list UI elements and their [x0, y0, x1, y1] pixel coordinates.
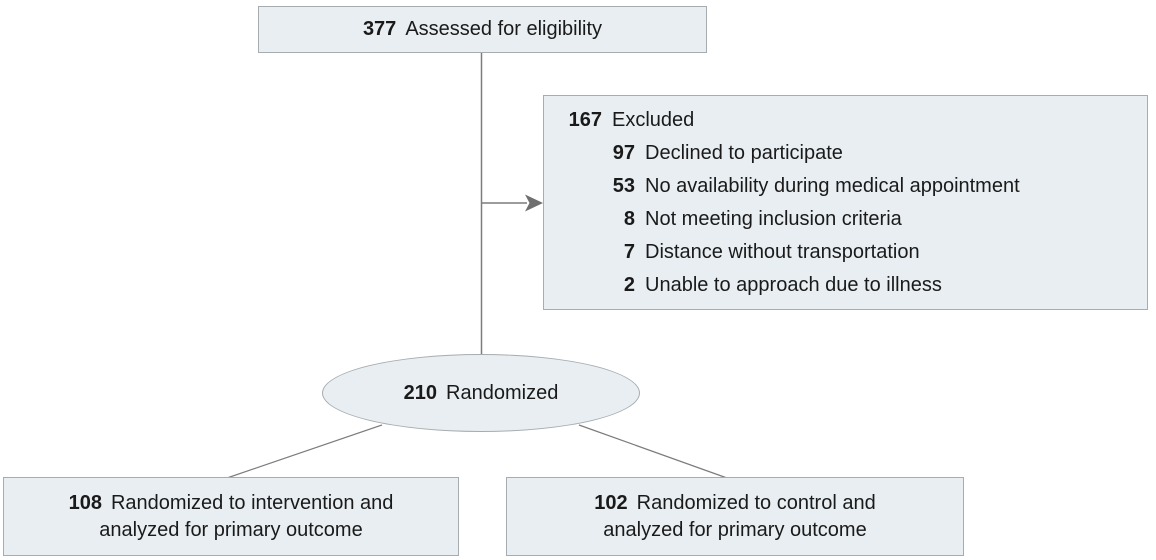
intervention-line2: analyzed for primary outcome: [99, 518, 363, 541]
excluded-item-label: Distance without transportation: [645, 241, 920, 263]
excluded-item-count: 2: [623, 274, 635, 296]
excluded-item: 97 Declined to participate: [561, 137, 1139, 170]
assessed-count: 377: [362, 18, 397, 40]
excluded-item-label: Not meeting inclusion criteria: [645, 208, 902, 230]
excluded-header: 167 Excluded: [561, 104, 1139, 137]
intervention-count: 108: [68, 491, 102, 514]
assessed-eligibility-text: 377 Assessed for eligibility: [363, 18, 602, 41]
control-count: 102: [594, 491, 628, 514]
assessed-label: Assessed for eligibility: [405, 18, 603, 40]
excluded-item-label: No availability during medical appointme…: [645, 175, 1020, 197]
control-line2: analyzed for primary outcome: [603, 518, 867, 541]
excluded-item: 53 No availability during medical appoin…: [561, 170, 1139, 203]
assessed-eligibility-box: 377 Assessed for eligibility: [258, 6, 707, 53]
excluded-item: 8 Not meeting inclusion criteria: [561, 203, 1139, 236]
arrowhead-icon: [525, 194, 543, 212]
excluded-item: 7 Distance without transportation: [561, 236, 1139, 269]
randomized-text: 210 Randomized: [404, 382, 559, 405]
connector-randomized-to-intervention: [226, 424, 383, 479]
excluded-count: 167: [568, 109, 602, 131]
excluded-label: Excluded: [612, 109, 695, 131]
randomized-ellipse: 210 Randomized: [322, 354, 640, 432]
excluded-box: 167 Excluded 97 Declined to participate …: [543, 95, 1148, 310]
excluded-item: 2 Unable to approach due to illness: [561, 269, 1139, 302]
excluded-item-count: 8: [623, 208, 635, 230]
excluded-item-count: 97: [612, 142, 635, 164]
connector-randomized-to-control: [578, 424, 728, 479]
randomized-label: Randomized: [446, 381, 559, 404]
excluded-item-label: Unable to approach due to illness: [645, 274, 942, 296]
excluded-item-count: 7: [623, 241, 635, 263]
excluded-item-label: Declined to participate: [645, 142, 843, 164]
randomized-count: 210: [403, 381, 438, 404]
excluded-item-count: 53: [612, 175, 635, 197]
